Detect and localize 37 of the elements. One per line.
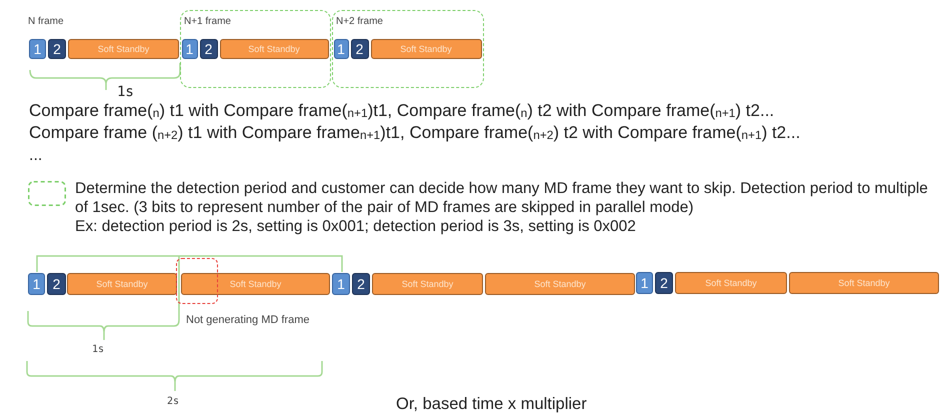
slot-block: 2 [47, 273, 66, 295]
standby-block: Soft Standby [789, 272, 939, 294]
duration-label: 1s [117, 84, 134, 101]
legend-text: Determine the detection period and customer can decide how many MD frame they want to skip. Detection period to multiple of 1sec. (3 bits to represent number of the pair of MD frames are skipped in parallel mode) [75, 180, 929, 217]
example-text: Ex: detection period is 2s, setting is 0x001; detection period is 3s, setting is 0x002 [75, 218, 636, 237]
note-text: Or, based time x multiplier [396, 395, 587, 415]
standby-block: Soft Standby [485, 273, 635, 295]
slot-block: 1 [334, 38, 348, 58]
ellipsis-text: ... [29, 146, 42, 166]
slot-block: 1 [28, 273, 45, 295]
highlight-box [176, 258, 218, 304]
comparison-text: Compare frame ($_{n+2}$) t1 with Compare frame$_{n+1}$)t1, Compare frame($_{n+2}$) t2 with Compare frame($_{n+1}$) t2... [29, 123, 800, 144]
standby-block: Soft Standby [675, 272, 787, 294]
slot-block: 1 [636, 272, 653, 294]
slot-block: 1 [29, 39, 46, 59]
frame-label: N+2 frame [336, 16, 383, 28]
slot-block: 1 [332, 273, 350, 295]
slot-block: 1 [182, 38, 198, 58]
frame-label: N+1 frame [184, 16, 231, 28]
dashed-frame [332, 10, 484, 88]
frame-label: N frame [28, 16, 64, 28]
duration-label: 1s [92, 344, 104, 356]
slot-block: 2 [200, 38, 218, 58]
standby-block: Soft Standby [68, 39, 179, 59]
standby-block: Soft Standby [67, 273, 177, 295]
standby-block: Soft Standby [220, 38, 328, 58]
standby-block: Soft Standby [370, 38, 482, 58]
slot-block: 2 [48, 39, 66, 59]
duration-label: 2s [167, 396, 180, 408]
slot-block: 2 [655, 272, 673, 294]
comparison-text: Compare frame($_{n}$) t1 with Compare frame($_{n+1}$)t1, Compare frame($_{n}$) t2 with Compare frame($_{n+1}$) t2... [29, 101, 774, 122]
slot-block: 2 [352, 273, 370, 295]
dashed-frame [180, 10, 331, 88]
standby-block: Soft Standby [181, 273, 330, 295]
annotation-text: Not generating MD frame [186, 314, 310, 328]
standby-block: Soft Standby [372, 273, 483, 295]
slot-block: 2 [350, 38, 368, 58]
